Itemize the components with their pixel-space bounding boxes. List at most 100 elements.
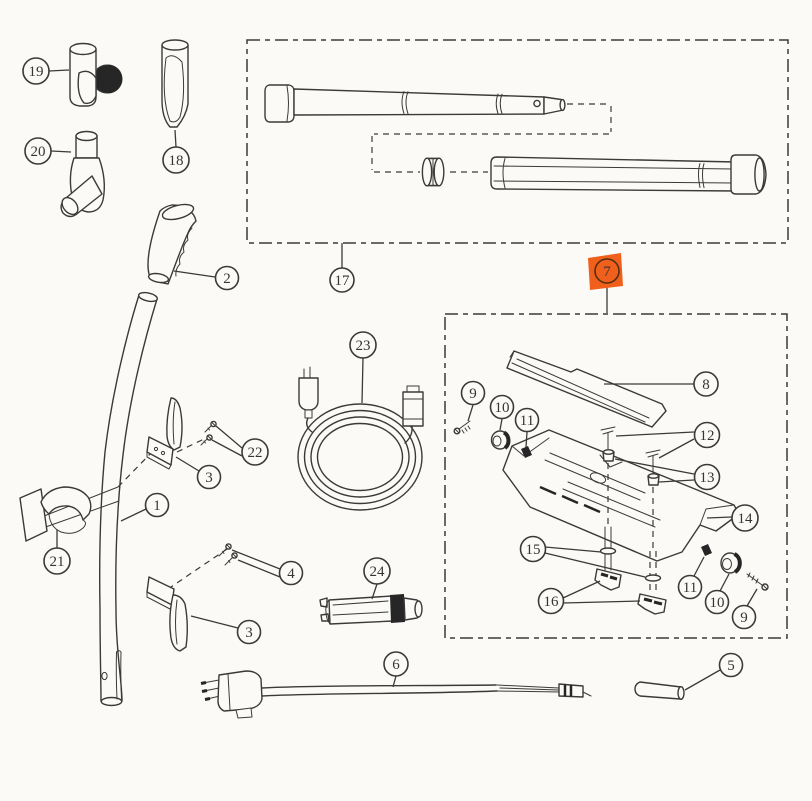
- callout-8[interactable]: 8: [604, 371, 719, 397]
- part-14-base-plate: [502, 429, 740, 562]
- callout-circle: [278, 560, 304, 586]
- callout-leader-line: [175, 456, 200, 472]
- part-24-cord-swivel: [319, 594, 423, 625]
- callout-circle: [460, 380, 486, 406]
- part-19-elbow-fitting: [69, 42, 123, 107]
- nozzle-assembly-box: [444, 313, 788, 639]
- callout-leader-line: [719, 573, 730, 592]
- callout-leader-line: [371, 583, 378, 600]
- callout-3b[interactable]: 3: [190, 615, 262, 645]
- callout-18[interactable]: 18: [162, 129, 190, 174]
- callout-leader-line: [615, 431, 695, 437]
- part-3-bracket-lower: [146, 576, 188, 652]
- callout-14[interactable]: 14: [706, 504, 759, 532]
- callout-circle: [731, 504, 759, 532]
- callout-leader-line: [544, 552, 646, 578]
- callout-leader-line: [658, 438, 695, 459]
- callout-number: 1: [153, 498, 161, 514]
- part-3-bracket-upper: [146, 397, 183, 470]
- callout-number: 4: [287, 566, 295, 582]
- callout-24[interactable]: 24: [363, 557, 391, 600]
- callout-circle: [718, 652, 744, 678]
- part-9-screw-right: [746, 572, 769, 591]
- callout-3a[interactable]: 3: [175, 456, 222, 490]
- callout-circle: [383, 651, 409, 677]
- callout-16[interactable]: 16: [537, 580, 641, 615]
- callout-leader-line: [237, 559, 281, 578]
- callout-20[interactable]: 20: [24, 137, 72, 165]
- callout-13[interactable]: 13: [614, 458, 721, 491]
- callout-number: 9: [469, 386, 477, 402]
- callout-circle: [731, 604, 757, 630]
- callout-number: 14: [738, 511, 754, 527]
- callout-circle: [693, 463, 721, 491]
- callout-number: 17: [335, 273, 351, 289]
- callout-circle: [677, 574, 703, 600]
- callout-leader-line: [48, 69, 70, 72]
- part-1-handle-tube: [98, 291, 159, 707]
- callout-9R[interactable]: 9: [731, 588, 758, 630]
- callout-circle: [489, 394, 515, 420]
- callout-leader-line: [50, 150, 72, 153]
- part-10-wheel-left: [490, 430, 511, 450]
- callout-number: 13: [700, 470, 715, 486]
- callout-circle: [162, 146, 190, 174]
- part-16-clamp-foot-right: [637, 593, 667, 615]
- callout-leader-line: [614, 458, 695, 475]
- callout-number: 21: [50, 554, 65, 570]
- callout-12[interactable]: 12: [615, 421, 721, 459]
- callout-leader-line: [173, 270, 216, 278]
- callout-1[interactable]: 1: [120, 492, 170, 522]
- callout-4[interactable]: 4: [231, 549, 304, 586]
- part-15-rod-and-washer-left: [599, 526, 617, 571]
- callout-15[interactable]: 15: [519, 535, 646, 578]
- callout-number: 10: [710, 595, 725, 611]
- part-wand-collar-nut: [421, 157, 445, 187]
- part-4-bracket-screws: [218, 543, 238, 566]
- part-21-cord-hook: [19, 486, 92, 542]
- part-15-rod-and-washer-right: [644, 551, 662, 594]
- callout-number: 7: [603, 264, 611, 280]
- callout-21[interactable]: 21: [43, 530, 71, 575]
- callout-19[interactable]: 19: [22, 57, 70, 85]
- callout-leader-line: [525, 431, 528, 448]
- callout-number: 18: [169, 153, 184, 169]
- callout-leader-line: [467, 404, 474, 422]
- callout-11R[interactable]: 11: [677, 556, 705, 600]
- callout-circle: [349, 331, 377, 359]
- callout-7[interactable]: 7: [588, 253, 623, 313]
- callout-number: 22: [248, 445, 263, 461]
- callout-circle: [704, 589, 730, 615]
- callout-10L[interactable]: 10: [489, 394, 515, 431]
- callout-11L[interactable]: 11: [514, 407, 540, 448]
- callout-circle: [241, 438, 269, 466]
- callout-number: 16: [544, 594, 560, 610]
- part-8-squeegee-frame: [506, 350, 667, 428]
- callout-5[interactable]: 5: [684, 652, 744, 691]
- part-12-screws: [600, 426, 661, 551]
- callout-17[interactable]: 17: [329, 243, 355, 293]
- callout-circle: [144, 492, 170, 518]
- callout-circle: [22, 57, 50, 85]
- callout-9L[interactable]: 9: [460, 380, 486, 422]
- callout-2[interactable]: 2: [173, 265, 240, 291]
- callout-circle: [236, 619, 262, 645]
- part-10-wheel-right: [720, 552, 742, 574]
- callout-6[interactable]: 6: [383, 651, 409, 688]
- callout-10R[interactable]: 10: [704, 573, 730, 615]
- callout-leader-line: [562, 580, 601, 599]
- callout-23[interactable]: 23: [349, 331, 377, 404]
- callout-22[interactable]: 22: [211, 425, 269, 466]
- part-6-power-cord: [200, 670, 592, 719]
- callout-leader-line: [174, 129, 177, 148]
- callout-circle: [519, 535, 547, 563]
- callout-number: 8: [702, 377, 710, 393]
- callout-circle: [514, 407, 540, 433]
- callout-leader-line: [658, 479, 695, 483]
- callout-number: 2: [223, 271, 231, 287]
- callout-leader-line: [190, 615, 239, 629]
- callout-leader-line: [499, 418, 503, 431]
- callout-leader-line: [392, 675, 397, 688]
- callout-number: 3: [245, 625, 253, 641]
